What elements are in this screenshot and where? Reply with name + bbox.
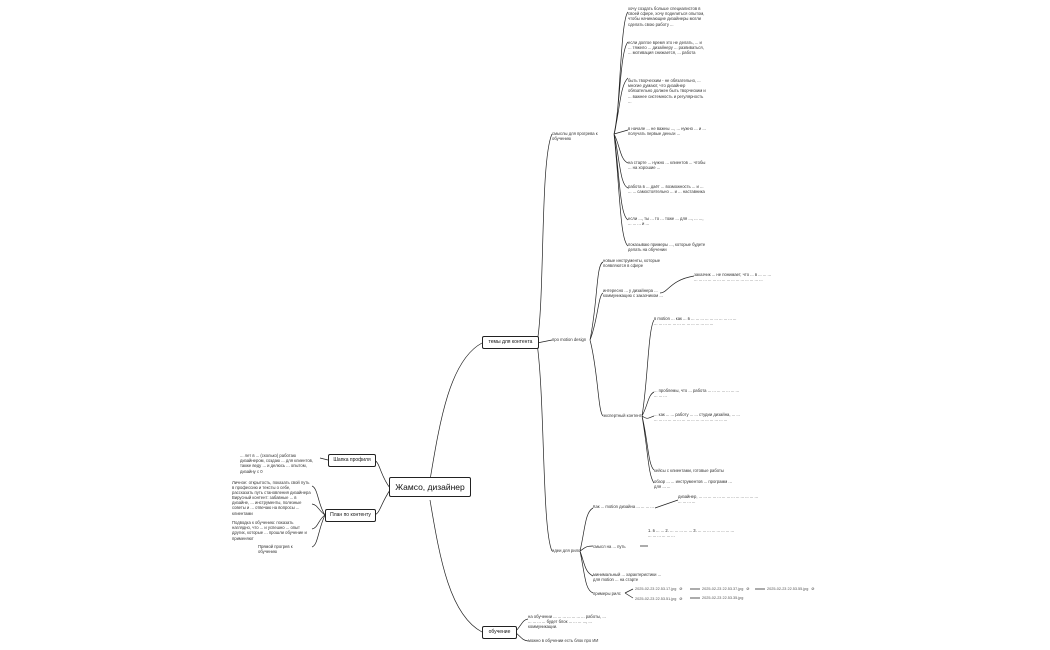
link-reels-notes bbox=[640, 499, 679, 547]
content-plan-item[interactable]: Личное: открытость, показать свой путь в… bbox=[232, 480, 311, 496]
meaning-note[interactable]: на старте ... нужно ... клиентов ... что… bbox=[628, 160, 706, 171]
file-name: 2025-02-23 22.53.35.jpg bbox=[702, 596, 744, 600]
meaning-note[interactable]: показываю примеры ..., которые будете де… bbox=[628, 242, 706, 253]
paperclip-icon: ⊘ bbox=[811, 587, 815, 591]
reels-item[interactable]: примеры рилс bbox=[593, 591, 621, 596]
branch-profile-header[interactable]: Шапка профиля bbox=[328, 454, 376, 467]
link-topics-design bbox=[536, 339, 553, 344]
expert-note[interactable]: ... как ... ... работу ... ... студии ди… bbox=[654, 412, 740, 423]
training-item[interactable]: можно в обучении есть блок про ИИ bbox=[528, 638, 599, 643]
content-plan-item[interactable]: Прямой прогрев к обучению bbox=[258, 544, 293, 555]
attachment-file[interactable]: 2025-02-23 22.53.17.jpg⊘ bbox=[635, 586, 683, 591]
attachment-file[interactable]: 2025-02-23 22.53.37.jpg⊘ bbox=[702, 586, 750, 591]
profile-header-item[interactable]: ... лет в ... (сколько) работаю дизайнер… bbox=[240, 453, 314, 474]
expert-note[interactable]: в motion ... как ... в ... ... ... ... .… bbox=[654, 316, 737, 327]
link-meanings-notes bbox=[613, 11, 629, 247]
reels-ideas-node[interactable]: идеи для рилс bbox=[552, 548, 581, 553]
meaning-note[interactable]: быть творческим - не обязательно, ... мн… bbox=[628, 78, 706, 104]
design-item[interactable]: экспертный контент bbox=[603, 413, 642, 418]
meaning-note[interactable]: в начале ... не важны ..., ... нужно ...… bbox=[628, 126, 706, 137]
expert-note[interactable]: обзор ... ... инструментов ... программ … bbox=[654, 479, 732, 490]
training-item[interactable]: на обучении ... ... ... ... ... ... ... … bbox=[528, 614, 606, 630]
paperclip-icon: ⊘ bbox=[746, 587, 750, 591]
expert-note[interactable]: ... проблемы, что ... работа ... ... ...… bbox=[654, 388, 740, 399]
design-item[interactable]: интересно ... у дизайнера ... коммуникац… bbox=[603, 288, 663, 299]
link-header-items bbox=[319, 457, 329, 461]
meaning-note[interactable]: если ..., ты ... то ... тоже ... для ...… bbox=[628, 216, 704, 227]
branch-content-topics[interactable]: темы для контента bbox=[482, 336, 539, 349]
meaning-note[interactable]: хочу создать больше специалистов в своей… bbox=[628, 6, 705, 27]
root-node[interactable]: Жамсо, дизайнер bbox=[389, 477, 471, 497]
file-name: 2025-02-23 22.53.17.jpg bbox=[635, 587, 677, 591]
reels-note[interactable]: дизайнер, ... ... ... ... ... ... ... ..… bbox=[678, 494, 759, 505]
attachment-file[interactable]: 2025-02-23 22.53.55.jpg⊘ bbox=[767, 586, 815, 591]
content-plan-item[interactable]: Подводка к обучению: показать наглядно, … bbox=[232, 520, 307, 541]
link-reels-children bbox=[579, 507, 594, 594]
link-expert-notes bbox=[641, 319, 655, 484]
meaning-note[interactable]: если долгое время это не делать, ... и .… bbox=[628, 40, 704, 56]
paperclip-icon: ⊘ bbox=[679, 597, 683, 601]
attachment-file[interactable]: 2025-02-23 22.53.35.jpg bbox=[702, 596, 743, 600]
link-client-note bbox=[659, 275, 695, 294]
file-name: 2025-02-23 22.53.37.jpg bbox=[702, 587, 744, 591]
link-plan-items bbox=[311, 485, 326, 548]
reels-note[interactable]: 1. в ... ... 2. ... ... ... ... ... 3. .… bbox=[648, 528, 734, 539]
link-design-children bbox=[589, 261, 604, 417]
meaning-note[interactable]: работа в ... даёт ... возможность ... и … bbox=[628, 184, 705, 195]
paperclip-icon: ⊘ bbox=[679, 587, 683, 591]
link-topics-meanings bbox=[536, 133, 553, 344]
expert-note[interactable]: кейсы с клиентами, готовые работы bbox=[654, 468, 724, 473]
reels-item[interactable]: минимальный ... характеристики ... для m… bbox=[593, 572, 662, 583]
reels-item[interactable]: смысл на ... путь bbox=[593, 544, 626, 549]
content-plan-item[interactable]: Вирусный контент: забавные ... в дизайне… bbox=[232, 495, 302, 516]
link-root-training bbox=[429, 499, 483, 633]
link-root-topics bbox=[429, 342, 483, 481]
reels-item[interactable]: Как ... motion дизайна ... ... ... ... bbox=[593, 504, 654, 509]
design-item[interactable]: новые инструменты, которые появляются в … bbox=[603, 258, 661, 269]
link-topics-reels bbox=[536, 342, 553, 552]
attachment-file[interactable]: 2025-02-23 22.53.51.jpg⊘ bbox=[635, 596, 683, 601]
about-design-node[interactable]: про motion design bbox=[552, 337, 587, 342]
meanings-node[interactable]: смыслы для прогрева к обучению bbox=[552, 131, 598, 142]
file-name: 2025-02-23 22.53.55.jpg bbox=[767, 587, 809, 591]
branch-content-plan[interactable]: План по контенту bbox=[325, 509, 376, 522]
file-name: 2025-02-23 22.53.51.jpg bbox=[635, 597, 677, 601]
client-note[interactable]: заказчик ... не понимает, что ... в ... … bbox=[694, 272, 772, 283]
link-root-header bbox=[373, 459, 391, 489]
link-root-plan bbox=[373, 489, 391, 516]
branch-training[interactable]: обучение bbox=[482, 626, 517, 639]
link-files bbox=[624, 588, 765, 599]
